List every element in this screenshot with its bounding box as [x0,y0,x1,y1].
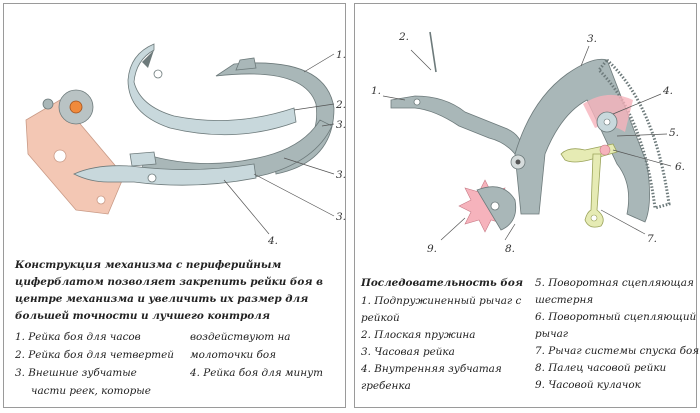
right-legend-item: 2. Плоская пружина [361,329,476,341]
left-caption: Конструкция механизма с периферийным циф… [15,259,324,322]
left-callout: 1. [336,49,346,61]
pivot-icon [590,214,598,222]
left-legend-item: 2. Рейка боя для четвертей [15,349,174,361]
right-legend-item: 3. Часовая рейка [361,346,455,358]
right-legend-item: 5. Поворотная сцепляющая [535,277,694,289]
pivot-icon [413,98,421,106]
left-legend-item: воздействуют на [190,331,291,343]
screw-icon [147,173,157,183]
left-callout: 3. [336,169,346,181]
hour-rack [514,58,650,223]
quarter-hook [142,50,154,68]
right-callout: 3. [587,33,597,45]
right-legend-item: рычаг [535,328,569,340]
right-legend-item: 4. Внутренняя зубчатая [361,363,502,375]
pivot-icon [490,201,500,211]
screw-icon [42,98,54,110]
pivot-icon [603,118,611,126]
left-callout: 3. [336,211,346,223]
right-legend-item: 7. Рычаг системы спуска боя [535,345,700,357]
right-title: Последовательность боя [361,277,524,289]
right-callout: 1. [371,85,381,97]
minute-rack [73,163,257,186]
hour-rack-tab [235,57,257,71]
pivot-icon [515,159,521,165]
right-legend-item: шестерня [535,294,594,306]
left-mechanism-figure: 1. 2. 3. 3. 3. 4. [25,43,346,247]
right-callout: 6. [675,161,685,173]
right-legend-item: 6. Поворотный сцепляющий [535,311,697,323]
left-legend-item: 3. Внешние зубчатые [15,367,137,379]
right-legend-item: рейкой [361,312,400,324]
left-legend-item: 4. Рейка боя для минут [190,367,323,379]
flat-spring [429,31,437,73]
right-callout: 9. [427,243,437,255]
left-callout: 2. [335,99,346,111]
quarter-rack [127,43,297,136]
minute-rack-arm [129,151,157,167]
base-plate [25,99,125,215]
screw-icon [153,69,163,79]
right-callout: 5. [669,127,679,139]
left-legend-item: молоточки боя [190,349,276,361]
left-callout: 3. [336,119,346,131]
right-callout: 2. [398,31,409,43]
right-callout: 7. [647,233,657,245]
right-legend-item: гребенка [361,380,411,392]
right-callout: 4. [662,85,673,97]
release-lever [584,153,604,228]
right-panel: 2. 3. 1. 4. 5. 6. 7. 8. 9. Последователь… [354,3,700,408]
right-mechanism-figure: 2. 3. 1. 4. 5. 6. 7. 8. 9. [371,31,685,255]
left-callout: 4. [267,235,278,247]
right-legend-item: 9. Часовой кулачок [535,379,641,391]
right-legend-item: 1. Подпружиненный рычаг с [361,295,522,307]
small-star-icon [599,144,611,156]
plate-hole [53,149,67,163]
left-panel: 1. 2. 3. 3. 3. 4. Конструкция механизма … [3,3,346,408]
plate-hole [96,195,106,205]
right-callout: 8. [505,243,515,255]
left-legend-item: 1. Рейка боя для часов [15,331,141,343]
jewel-icon [69,100,83,114]
spring-lever [390,95,524,155]
right-legend-item: 8. Палец часовой рейки [535,362,667,374]
left-legend-item: части реек, которые [31,385,151,397]
